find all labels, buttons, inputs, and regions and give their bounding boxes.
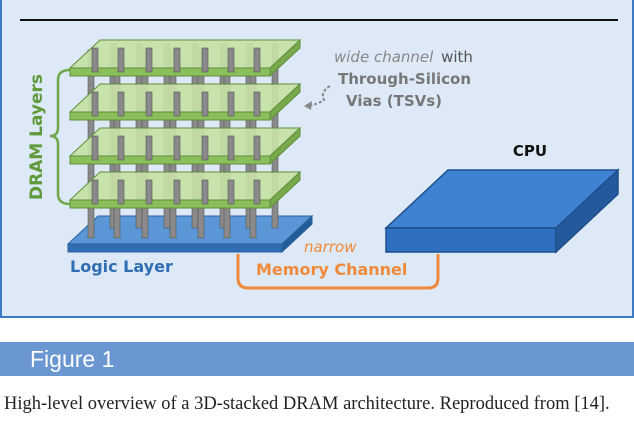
tsv-stub [201, 179, 209, 205]
dram-layer-front [69, 155, 271, 165]
dram-layers-label: DRAM Layers [27, 74, 47, 200]
figure-bar: Figure 1 [0, 342, 634, 376]
tsv-stub [173, 179, 181, 205]
dram-layer-side [269, 82, 301, 122]
wide-channel-with: with [441, 48, 473, 66]
dram-layer-top [68, 171, 302, 201]
tsv-label-line2: Vias (TSVs) [346, 92, 442, 110]
wide-channel-label: wide channel with [334, 48, 473, 66]
tsv-stub [173, 135, 181, 161]
dram-layer-front [69, 111, 271, 121]
tsv-stub [117, 179, 125, 205]
tsv-stub [145, 91, 153, 117]
tsv-stub [145, 47, 153, 73]
tsv-stub [91, 91, 99, 117]
tsv-stub [173, 91, 181, 117]
tsv-stub [201, 47, 209, 73]
tsv-stub [145, 179, 153, 205]
tsv-stub [201, 135, 209, 161]
tsv-stub [117, 47, 125, 73]
dram-bracket [49, 68, 71, 206]
memory-channel-label: Memory Channel [256, 260, 407, 279]
cpu-block [384, 168, 620, 254]
figure-number: Figure 1 [30, 346, 115, 372]
figure-caption: High-level overview of a 3D-stacked DRAM… [4, 394, 610, 414]
dram-layer-side [269, 170, 301, 210]
dram-layer-front [69, 67, 271, 77]
wide-channel-italic: wide channel [334, 48, 434, 66]
tsv-stub [91, 179, 99, 205]
tsv-stub [173, 47, 181, 73]
tsv-stub [227, 91, 235, 117]
narrow-label: narrow [304, 238, 357, 256]
tsv-pointer-arrow [307, 85, 331, 107]
tsv-stub [253, 135, 261, 161]
tsv-stub [227, 179, 235, 205]
logic-layer-label: Logic Layer [70, 257, 173, 276]
tsv-stub [117, 135, 125, 161]
tsv-stub [227, 47, 235, 73]
tsv-stub [201, 91, 209, 117]
3d-stacked-dram-diagram: DRAM Layers wide channel with Through-Si… [20, 19, 620, 290]
tsv-stub [91, 47, 99, 73]
dram-layer-top [68, 127, 302, 157]
dram-stack [68, 38, 302, 239]
tsv-stub [91, 135, 99, 161]
memory-channel-connector [236, 254, 440, 290]
tsv-stub [253, 47, 261, 73]
figure-panel: DRAM Layers wide channel with Through-Si… [0, 0, 634, 318]
tsv-stub [227, 135, 235, 161]
dram-layer-side [269, 38, 301, 78]
cpu-label: CPU [513, 142, 547, 160]
dram-layer-front [69, 199, 271, 209]
tsv-stub [117, 91, 125, 117]
tsv-stub [253, 179, 261, 205]
dram-layer-side [269, 126, 301, 166]
dram-layer-top [68, 39, 302, 69]
tsv-arrow-head [304, 101, 312, 110]
tsv-stub [253, 91, 261, 117]
tsv-label-line1: Through-Silicon [338, 70, 471, 88]
tsv-stub [145, 135, 153, 161]
dram-layer-top [68, 83, 302, 113]
